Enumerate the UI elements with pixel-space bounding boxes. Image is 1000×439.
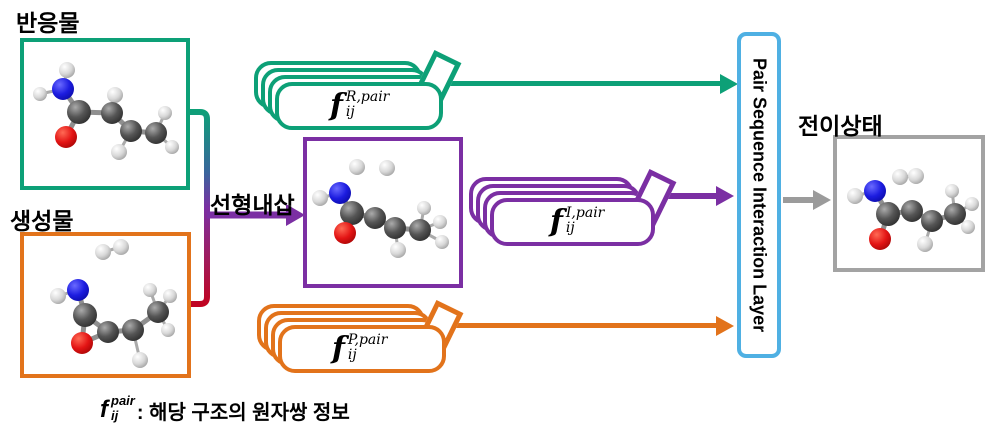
interpolated-arrow-line <box>664 193 718 199</box>
product-label: 생성물 <box>10 208 74 234</box>
interpolated-stack-card-front <box>490 198 655 246</box>
product-feature-sup: P,pair <box>347 331 388 348</box>
reactant-feature-sub: ij <box>345 104 355 120</box>
product-arrow-head <box>716 316 734 336</box>
product-arrow-line <box>450 323 718 328</box>
interpolated-molecule-image <box>312 159 449 258</box>
reactant-product-gradient-line <box>187 109 210 307</box>
product-molecule-image <box>50 239 177 368</box>
reactant-box <box>20 38 190 190</box>
product-stack-card-front <box>278 325 446 373</box>
caption-feature-base: f <box>100 395 108 423</box>
interpolated-box <box>303 137 463 288</box>
output-arrow-head <box>813 190 831 210</box>
reactant-arrow-line <box>448 81 722 86</box>
transition-state-label: 전이상태 <box>798 113 883 139</box>
reactant-label: 반응물 <box>16 10 80 36</box>
reactant-arrow-head <box>720 74 738 94</box>
caption-feature-sup: pair <box>111 393 135 409</box>
reactant-feature-sup: R,pair <box>345 88 390 105</box>
interaction-layer-title: Pair Sequence Interaction Layer <box>749 57 770 333</box>
reactant-molecule-image <box>33 62 179 160</box>
caption-text: : 해당 구조의 원자쌍 정보 <box>136 402 350 424</box>
interpolation-label: 선형내삽 <box>210 192 295 218</box>
transition-state-molecule-image <box>847 168 979 252</box>
transition-state-box <box>833 135 985 272</box>
reactant-stack-card-front <box>275 82 443 130</box>
product-box <box>20 232 191 378</box>
interpolated-feature-sub: ij <box>565 220 575 236</box>
interpolated-feature-base: f <box>550 204 563 239</box>
caption-feature-sub: ij <box>111 407 119 423</box>
pair-sequence-interaction-layer: Pair Sequence Interaction Layer <box>737 32 781 358</box>
output-arrow-line <box>783 197 813 203</box>
interpolated-arrow-head <box>716 186 734 206</box>
reactant-feature-base: f <box>330 88 343 123</box>
interpolated-feature-sup: I,pair <box>565 204 605 221</box>
product-feature-base: f <box>332 331 345 366</box>
interpolation-arrow-head <box>286 204 305 226</box>
product-feature-sub: ij <box>347 347 357 363</box>
